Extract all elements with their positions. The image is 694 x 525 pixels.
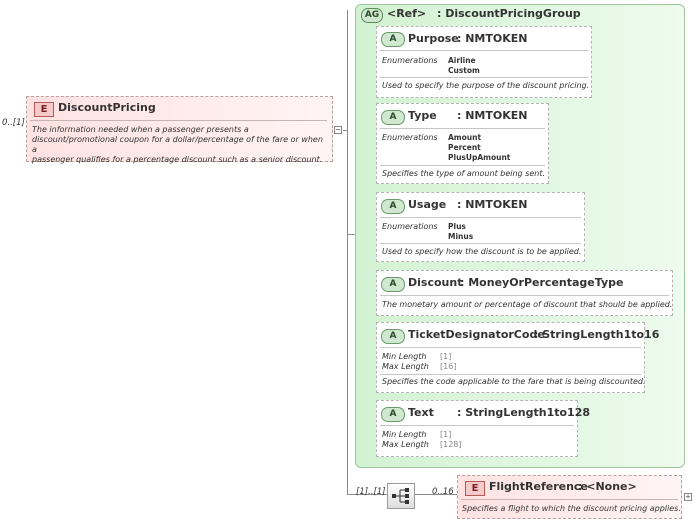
attribute-name: Usage: [408, 198, 447, 211]
discount-pricing-doc: The information needed when a passenger …: [32, 125, 330, 165]
divider: [380, 128, 545, 129]
facet-value: [128]: [440, 440, 462, 449]
doc-line: passenger qualifies for a percentage dis…: [32, 155, 323, 164]
attribute-doc: Specifies the code applicable to the far…: [382, 377, 646, 386]
attribute-doc: The monetary amount or percentage of dis…: [382, 300, 673, 309]
enum-value: Plus: [448, 222, 466, 231]
enumerations-label: Enumerations: [382, 56, 438, 65]
element-badge-icon: E: [465, 481, 485, 496]
attribute-type: : StringLength1to16: [534, 328, 660, 341]
attribute-doc: Used to specify how the discount is to b…: [382, 247, 582, 256]
divider: [380, 165, 545, 166]
attribute-badge-icon: A: [381, 110, 405, 125]
divider: [380, 217, 581, 218]
attribute-group-badge-icon: AG: [361, 8, 383, 23]
attribute-type: : NMTOKEN: [457, 198, 528, 211]
doc-line: discount/promotional coupon for a dollar…: [32, 135, 323, 154]
divider: [380, 77, 588, 78]
divider: [30, 120, 327, 121]
enum-value: Custom: [448, 66, 480, 75]
sequence-cardinality: [1]..[1]: [356, 487, 386, 497]
flight-reference-element[interactable]: [457, 475, 682, 519]
attribute-badge-icon: A: [381, 32, 405, 47]
flight-reference-doc: Specifies a flight to which the discount…: [462, 504, 681, 513]
connector-line: [347, 10, 348, 494]
facet-value: [1]: [440, 352, 452, 361]
attribute-text[interactable]: [376, 400, 578, 457]
attribute-badge-icon: A: [381, 407, 405, 422]
attribute-type: : NMTOKEN: [457, 32, 528, 45]
discount-pricing-element[interactable]: [26, 96, 333, 162]
divider: [380, 50, 588, 51]
divider: [380, 347, 641, 348]
element-badge-icon: E: [34, 102, 54, 117]
sequence-compositor-icon[interactable]: [387, 483, 415, 509]
attribute-badge-icon: A: [381, 277, 405, 292]
attribute-ticket-designator-code[interactable]: [376, 322, 645, 393]
attribute-name: Purpose: [408, 32, 459, 45]
attribute-badge-icon: A: [381, 329, 405, 344]
facet-label: Max Length: [382, 440, 429, 449]
flight-reference-name: FlightReference: [489, 480, 588, 493]
enum-value: PlusUpAmount: [448, 153, 511, 162]
enum-value: Minus: [448, 232, 474, 241]
attribute-type: : NMTOKEN: [457, 109, 528, 122]
flight-reference-cardinality: 0..16: [432, 487, 454, 497]
attribute-purpose[interactable]: [376, 26, 592, 98]
attribute-name: Discount: [408, 276, 463, 289]
expand-toggle[interactable]: +: [684, 492, 692, 501]
divider: [380, 374, 641, 375]
divider: [380, 243, 581, 244]
doc-line: The information needed when a passenger …: [32, 125, 249, 134]
facet-label: Max Length: [382, 362, 429, 371]
discount-pricing-name: DiscountPricing: [58, 101, 156, 114]
facet-label: Min Length: [382, 352, 427, 361]
attribute-badge-icon: A: [381, 199, 405, 214]
group-ref-label: <Ref>: [387, 7, 427, 20]
collapse-toggle[interactable]: −: [334, 125, 342, 134]
enum-value: Amount: [448, 133, 482, 142]
attribute-usage[interactable]: [376, 192, 585, 262]
enumerations-label: Enumerations: [382, 222, 438, 231]
divider: [380, 425, 574, 426]
flight-reference-type: : <None>: [578, 480, 637, 493]
enum-value: Airline: [448, 56, 476, 65]
group-name: : DiscountPricingGroup: [437, 7, 581, 20]
divider: [461, 499, 678, 500]
connector-line: [343, 130, 348, 131]
attribute-doc: Specifies the type of amount being sent.: [382, 169, 546, 178]
facet-label: Min Length: [382, 430, 427, 439]
attribute-type: : StringLength1to128: [457, 406, 591, 419]
connector-line: [347, 494, 387, 495]
attribute-name: Text: [408, 406, 434, 419]
connector-line: [415, 494, 457, 495]
connector-line: [347, 234, 355, 235]
attribute-name: Type: [408, 109, 437, 122]
enumerations-label: Enumerations: [382, 133, 438, 142]
attribute-name: TicketDesignatorCode: [408, 328, 545, 341]
discount-pricing-cardinality: 0..[1]: [2, 118, 25, 128]
attribute-doc: Used to specify the purpose of the disco…: [382, 81, 590, 90]
facet-value: [16]: [440, 362, 457, 371]
attribute-discount[interactable]: [376, 270, 673, 316]
enum-value: Percent: [448, 143, 481, 152]
divider: [380, 295, 669, 296]
facet-value: [1]: [440, 430, 452, 439]
sequence-icon: [392, 488, 409, 504]
attribute-type: : MoneyOrPercentageType: [460, 276, 624, 289]
